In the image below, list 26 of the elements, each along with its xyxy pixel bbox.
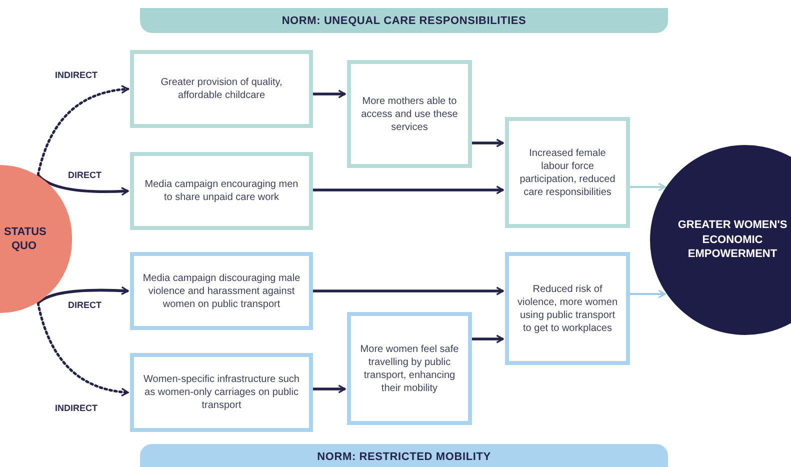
arrow [472,138,504,148]
process-box: Media campaign encouraging men to share unpaid care work [130,152,313,230]
arrow [630,290,666,298]
process-box: More women feel safe travelling by public transport, enhancing their mobility [347,312,472,425]
process-box: Reduced risk of violence, more women using public transport to get to workplaces [505,252,630,365]
process-box: Greater provision of quality, affordable childcare [130,50,313,128]
process-box: Media campaign discouraging male violence and harassment against women on public transport [130,252,313,330]
edge-label: INDIRECT [54,70,98,81]
norm-banner: NORM: RESTRICTED MOBILITY [140,444,668,467]
arrow [313,186,504,194]
norm-banner: NORM: UNEQUAL CARE RESPONSIBILITIES [140,8,668,33]
edge-label: DIRECT [67,170,102,181]
dotted-arrow [36,85,130,176]
arrow [37,286,129,304]
arrow [313,90,346,98]
edge-label: DIRECT [67,300,102,311]
arrow [37,174,129,196]
process-box: More mothers able to access and use these services [347,60,472,168]
dotted-arrow [36,302,130,396]
arrow [630,182,666,192]
arrow [313,286,504,296]
arrow [472,334,504,344]
arrow [313,384,346,394]
process-box: Women-specific infrastructure such as women-only carriages on public transport [130,353,313,432]
edge-label: INDIRECT [54,403,98,414]
process-box: Increased female labour force participation, reduced care responsibilities [505,117,630,228]
